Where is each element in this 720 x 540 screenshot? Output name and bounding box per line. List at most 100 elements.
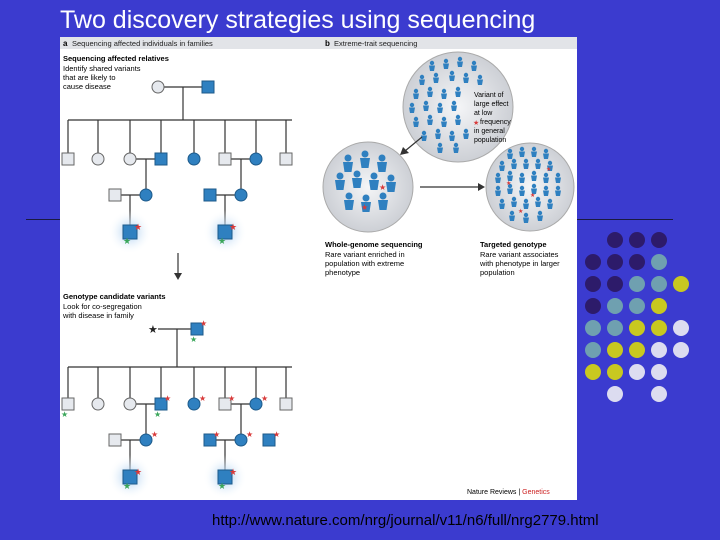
variant-star-icon: ★	[218, 236, 226, 246]
variant-star-icon: ★	[261, 394, 268, 403]
decorative-dot	[629, 320, 645, 336]
variant-star-icon: ★	[154, 410, 161, 419]
population-label: Variant of	[474, 92, 503, 99]
decorative-dot	[607, 364, 623, 380]
variant-star-icon: ★	[506, 180, 511, 187]
panel-a-header-bar	[60, 37, 322, 49]
credit-separator: |	[516, 489, 522, 496]
targeted-line: with phenotype in larger	[479, 259, 560, 268]
decorative-dot	[673, 342, 689, 358]
gen3-carrier	[234, 433, 248, 447]
decorative-dot	[629, 342, 645, 358]
variant-star-icon: ★	[229, 222, 237, 232]
decorative-dot	[651, 276, 667, 292]
step2-line: Look for co-segregation	[63, 302, 142, 311]
sequenced-affected-male	[217, 224, 233, 240]
larger-population-circle	[485, 142, 575, 232]
variant-star-icon: ★	[273, 430, 280, 439]
credit-section: Genetics	[522, 489, 550, 496]
gen2-individual	[218, 152, 232, 166]
decorative-dot	[585, 342, 601, 358]
arrow-right-icon	[420, 183, 485, 191]
decorative-dot	[607, 298, 623, 314]
variant-star-icon: ★	[518, 208, 523, 215]
gen2-individual	[91, 152, 105, 166]
variant-star-icon: ★	[190, 335, 197, 344]
variant-star-icon: ★	[473, 119, 479, 127]
gen3-carrier	[139, 433, 153, 447]
variant-star-icon: ★	[123, 236, 131, 246]
gen2-carrier	[154, 152, 168, 166]
population-label: frequency	[480, 119, 511, 126]
gen3-individual	[108, 433, 122, 447]
variant-star-icon: ★	[134, 222, 142, 232]
decorative-dot	[629, 254, 645, 270]
ancestor-male-affected	[201, 80, 215, 94]
decorative-dot	[585, 364, 601, 380]
decorative-dot	[651, 232, 667, 248]
gen3-carrier	[139, 188, 153, 202]
decorative-dot	[629, 232, 645, 248]
decorative-dot	[607, 276, 623, 292]
step2-title: Genotype candidate variants	[63, 292, 166, 301]
gen2-individual	[279, 152, 293, 166]
variant-star-icon: ★	[199, 394, 206, 403]
gen2-individual	[218, 397, 232, 411]
figure-svg: a Sequencing affected individuals in fam…	[60, 37, 577, 499]
gen2-carrier	[249, 152, 263, 166]
ancestor-female	[151, 80, 165, 94]
gen3-carrier	[203, 188, 217, 202]
variant-star-icon: ★	[123, 481, 131, 491]
decorative-dot	[651, 342, 667, 358]
credit-line: Nature Reviews | Genetics	[467, 489, 550, 496]
population-label: in general	[474, 128, 505, 135]
gen3-carrier	[234, 188, 248, 202]
decorative-dot	[673, 320, 689, 336]
step1-title: Sequencing affected relatives	[63, 54, 169, 63]
gen2-carrier	[154, 397, 168, 411]
gen2-individual	[123, 397, 137, 411]
population-label: population	[474, 137, 506, 144]
slide-title: Two discovery strategies using sequencin…	[60, 6, 536, 34]
targeted-line: Rare variant associates	[480, 250, 559, 259]
gen2-individual	[61, 397, 75, 411]
decorative-dot	[585, 320, 601, 336]
gen2-individual	[123, 152, 137, 166]
panel-a-letter: a	[63, 39, 68, 48]
gen3-carrier	[203, 433, 217, 447]
targeted-title: Targeted genotype	[480, 240, 547, 249]
decorative-dot	[651, 386, 667, 402]
variant-star-icon: ★	[228, 394, 235, 403]
decorative-dot	[607, 254, 623, 270]
variant-star-icon: ★	[151, 430, 158, 439]
decorative-dot	[673, 276, 689, 292]
panel-a-heading: Sequencing affected individuals in famil…	[72, 39, 213, 48]
decorative-dot	[651, 364, 667, 380]
gen2-individual	[61, 152, 75, 166]
credit-journal: Nature Reviews	[467, 489, 517, 496]
population-label: large effect	[474, 101, 509, 108]
decorative-dot	[607, 386, 623, 402]
step1-line: cause disease	[63, 82, 111, 91]
gen2-carrier	[249, 397, 263, 411]
decorative-dot	[651, 254, 667, 270]
arrow-down-icon	[174, 253, 182, 280]
arrow-down-left-icon	[400, 136, 423, 155]
gen2-carrier	[187, 397, 201, 411]
wgs-line: population with extreme	[325, 259, 404, 268]
variant-star-icon: ★	[213, 430, 220, 439]
variant-star-icon: ★	[134, 467, 142, 477]
population-label: at low	[474, 110, 493, 117]
variant-star-icon: ★	[148, 324, 158, 336]
gen2-carrier	[187, 152, 201, 166]
ancestor-male-affected	[190, 322, 204, 336]
figure-panel: a Sequencing affected individuals in fam…	[60, 37, 577, 500]
step2-line: with disease in family	[62, 311, 134, 320]
decorative-dot	[629, 276, 645, 292]
wgs-line: Rare variant enriched in	[325, 250, 405, 259]
decorative-dot	[629, 364, 645, 380]
decorative-dot	[585, 298, 601, 314]
source-url: http://www.nature.com/nrg/journal/v11/n6…	[212, 512, 599, 529]
panel-b-header-bar	[322, 37, 577, 49]
gen2-individual	[91, 397, 105, 411]
